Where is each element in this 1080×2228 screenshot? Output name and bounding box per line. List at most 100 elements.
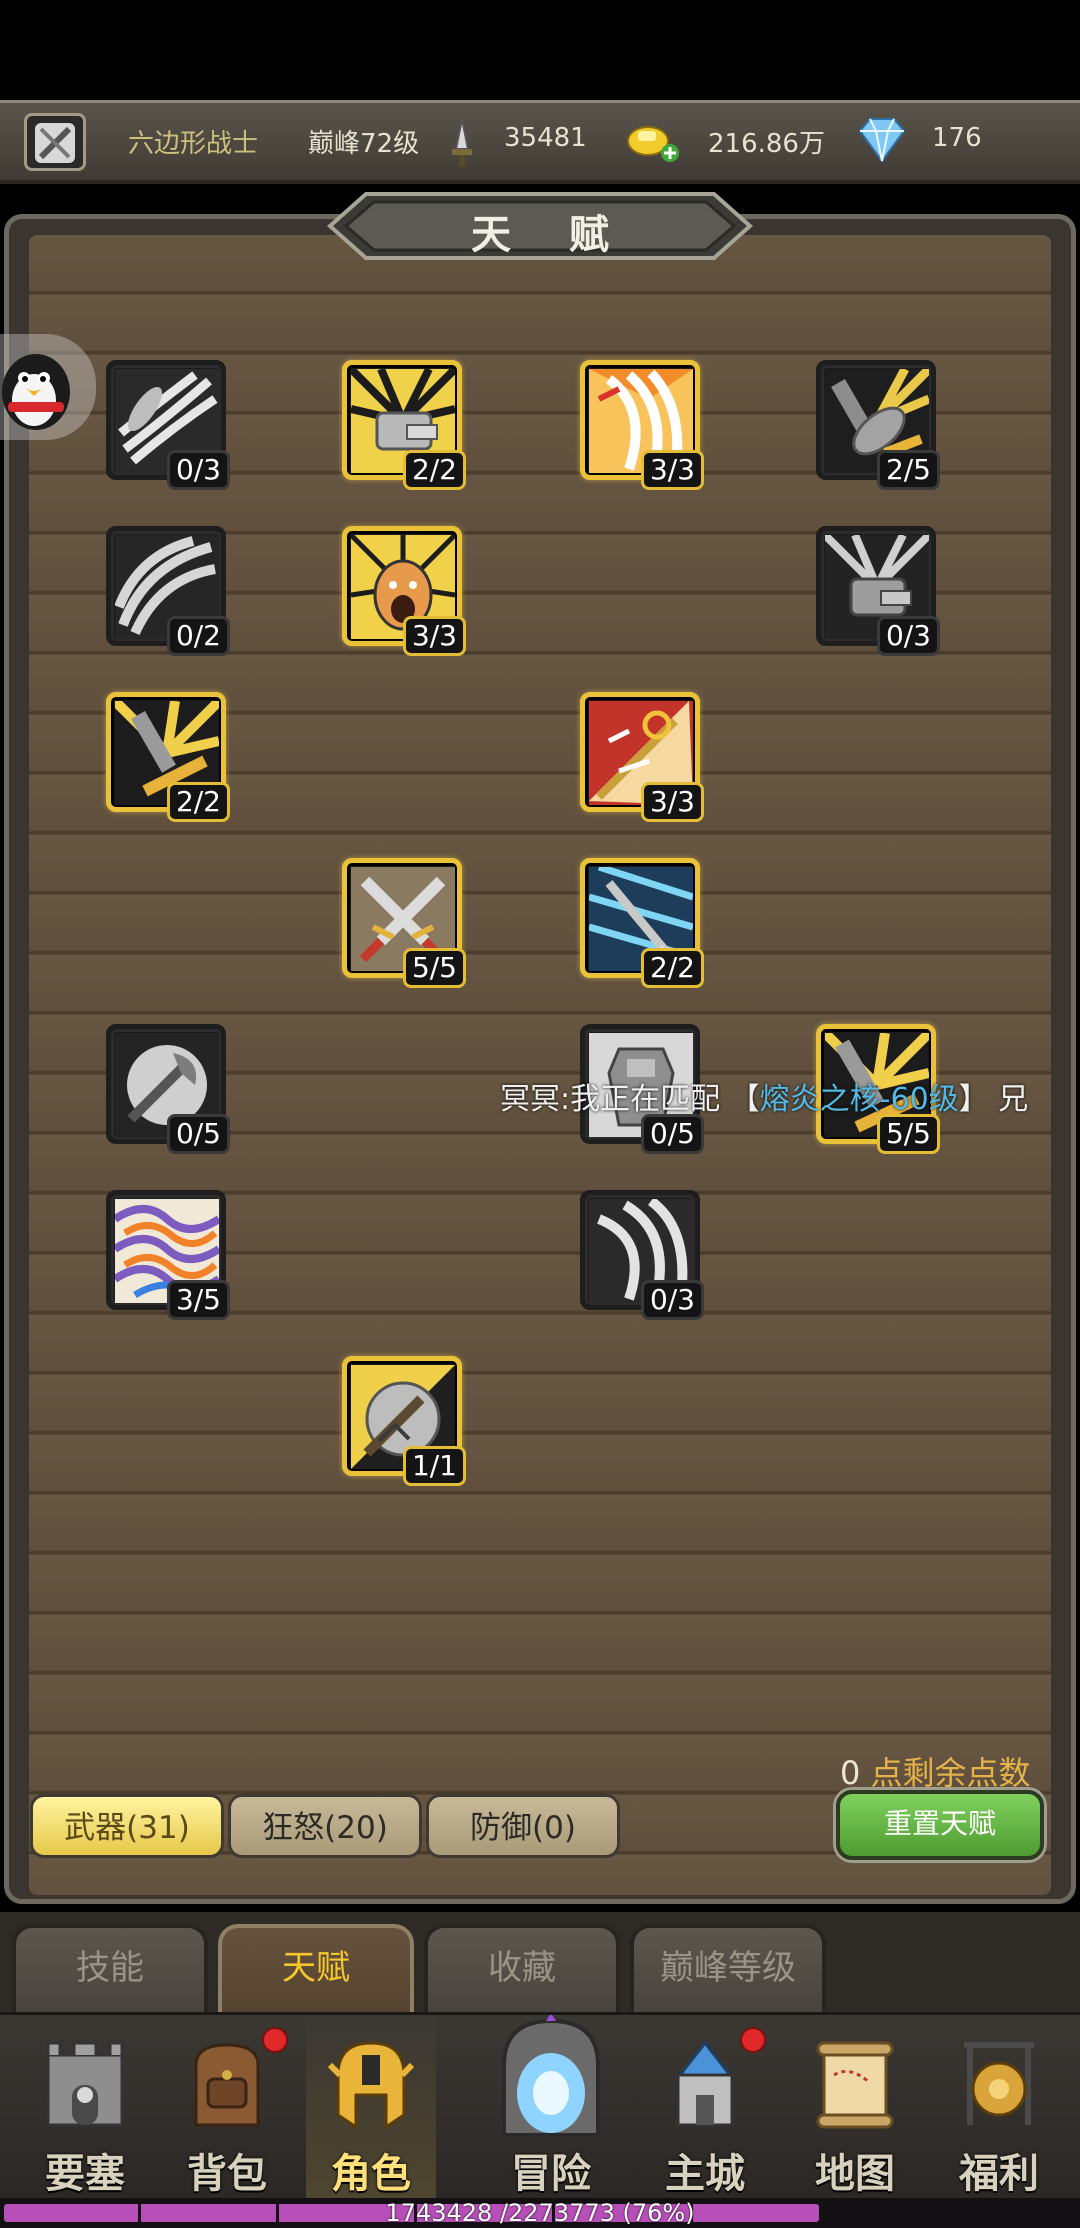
scroll-map-icon	[816, 2041, 894, 2129]
axe-swing-icon	[115, 1033, 219, 1137]
castle-icon	[676, 2040, 734, 2127]
notification-dot	[262, 2027, 288, 2053]
talent-node[interactable]: 1/1	[342, 1356, 466, 1486]
rage-face-icon	[351, 535, 455, 639]
talent-node[interactable]: 2/2	[106, 692, 230, 822]
nav-adventure[interactable]: 冒险	[476, 1995, 626, 2197]
talent-count: 2/5	[876, 450, 940, 490]
category-tab-weapon[interactable]: 武器(31)	[30, 1794, 224, 1858]
nav-main-city[interactable]: 主城	[640, 2015, 770, 2205]
top-status-bar: 六边形战士 巅峰72级 35481 216.86万 176	[0, 100, 1080, 184]
category-tab-defense[interactable]: 防御(0)	[426, 1794, 620, 1858]
gold-plus-icon[interactable]	[626, 115, 682, 167]
sword-power-icon	[452, 118, 472, 167]
tab-skills[interactable]: 技能	[12, 1924, 208, 2014]
tab-collection[interactable]: 收藏	[424, 1924, 620, 2014]
talent-count: 3/3	[402, 616, 466, 656]
remaining-label: 点剩余点数	[870, 1754, 1031, 1792]
nav-backpack[interactable]: 背包	[162, 2015, 292, 2205]
notification-dot	[740, 2027, 766, 2053]
talent-node[interactable]: 0/3	[816, 526, 940, 656]
penguin-icon	[2, 354, 70, 430]
talent-count: 3/5	[166, 1280, 230, 1320]
player-avatar[interactable]	[24, 113, 86, 171]
golden-spear-icon	[589, 701, 693, 805]
talent-node[interactable]: 0/5	[106, 1024, 230, 1154]
player-level: 巅峰72级	[308, 129, 420, 159]
talent-node[interactable]: 3/3	[342, 526, 466, 656]
talent-node[interactable]: 2/2	[342, 360, 466, 490]
talent-node[interactable]: 0/2	[106, 526, 230, 656]
talent-count: 2/2	[640, 948, 704, 988]
subtab-bar: 技能 天赋 收藏 巅峰等级	[0, 1912, 1080, 2014]
talent-count: 0/5	[640, 1114, 704, 1154]
panel-title-banner: 天 赋	[326, 190, 754, 262]
chat-tail: 兄	[998, 1082, 1029, 1117]
talent-node[interactable]: 3/5	[106, 1190, 230, 1320]
chat-message: 冥冥:我正在匹配	[500, 1082, 721, 1117]
chat-highlight-link[interactable]: 熔炎之核-60级	[759, 1082, 959, 1117]
talent-count: 3/3	[640, 450, 704, 490]
nav-label: 角色	[331, 2151, 411, 2197]
talent-node[interactable]: 5/5	[816, 1024, 940, 1154]
talent-node[interactable]: 0/3	[580, 1190, 704, 1320]
gong-icon	[964, 2042, 1034, 2125]
nav-welfare[interactable]: 福利	[934, 2015, 1064, 2205]
crossed-blade-avatar-icon	[35, 123, 75, 163]
bottom-nav: 要塞 背包 角色 冒险 主城	[0, 2012, 1080, 2205]
chat-bracket: 】	[958, 1082, 989, 1117]
talent-count: 3/3	[640, 782, 704, 822]
talent-count: 2/2	[402, 450, 466, 490]
power-value: 35481	[504, 123, 587, 153]
nav-label: 地图	[815, 2151, 895, 2197]
panel-title: 天 赋	[471, 212, 631, 258]
nav-label: 福利	[959, 2151, 1039, 2197]
nav-fortress[interactable]: 要塞	[20, 2015, 150, 2205]
tab-talents[interactable]: 天赋	[218, 1924, 414, 2014]
nav-label: 背包	[187, 2151, 267, 2197]
great-axe-icon	[351, 1365, 455, 1469]
talent-count: 0/3	[166, 450, 230, 490]
chat-ticker[interactable]: 冥冥:我正在匹配 【熔炎之核-60级】 兄	[500, 1074, 1028, 1118]
talent-count: 0/3	[640, 1280, 704, 1320]
armor-icon	[589, 1033, 693, 1137]
gem-value: 176	[932, 123, 982, 153]
talent-node[interactable]: 2/2	[580, 858, 704, 988]
talent-count: 1/1	[402, 1446, 466, 1486]
talent-node[interactable]: 0/3	[106, 360, 230, 490]
fortress-icon	[46, 2041, 124, 2127]
experience-fill	[4, 2204, 819, 2222]
reset-talents-button[interactable]: 重置天赋	[836, 1790, 1044, 1860]
diamond-icon[interactable]	[854, 115, 910, 165]
talent-count: 5/5	[402, 948, 466, 988]
remaining-points: 0 点剩余点数	[840, 1748, 1031, 1794]
backpack-icon	[194, 2043, 260, 2127]
chat-bracket: 【	[729, 1082, 760, 1117]
experience-text: 1743428 /2273773 (76%)	[385, 2199, 695, 2227]
talent-node[interactable]: 3/3	[580, 360, 704, 490]
nav-label: 要塞	[45, 2151, 125, 2197]
player-name: 六边形战士	[128, 129, 259, 159]
portal-icon	[502, 2015, 600, 2137]
nav-label: 冒险	[511, 2151, 591, 2197]
talent-count: 5/5	[876, 1114, 940, 1154]
tab-peak-level[interactable]: 巅峰等级	[630, 1924, 826, 2014]
talent-node[interactable]: 0/5	[580, 1024, 704, 1154]
talent-node[interactable]: 3/3	[580, 692, 704, 822]
experience-bar: 1743428 /2273773 (76%)	[0, 2198, 1080, 2228]
gold-value: 216.86万	[708, 129, 825, 159]
talent-node[interactable]: 5/5	[342, 858, 466, 988]
talent-count: 0/5	[166, 1114, 230, 1154]
talent-count: 2/2	[166, 782, 230, 822]
helmet-icon	[327, 2041, 415, 2130]
talent-count: 0/2	[166, 616, 230, 656]
nav-map[interactable]: 地图	[790, 2015, 920, 2205]
nav-character[interactable]: 角色	[306, 2015, 436, 2205]
fire-slash-icon	[589, 369, 693, 473]
talent-node[interactable]: 2/5	[816, 360, 940, 490]
remaining-count: 0	[840, 1754, 861, 1792]
qq-float-button[interactable]	[0, 334, 96, 440]
talent-count: 0/3	[876, 616, 940, 656]
category-tab-rage[interactable]: 狂怒(20)	[228, 1794, 422, 1858]
nav-label: 主城	[665, 2151, 745, 2197]
